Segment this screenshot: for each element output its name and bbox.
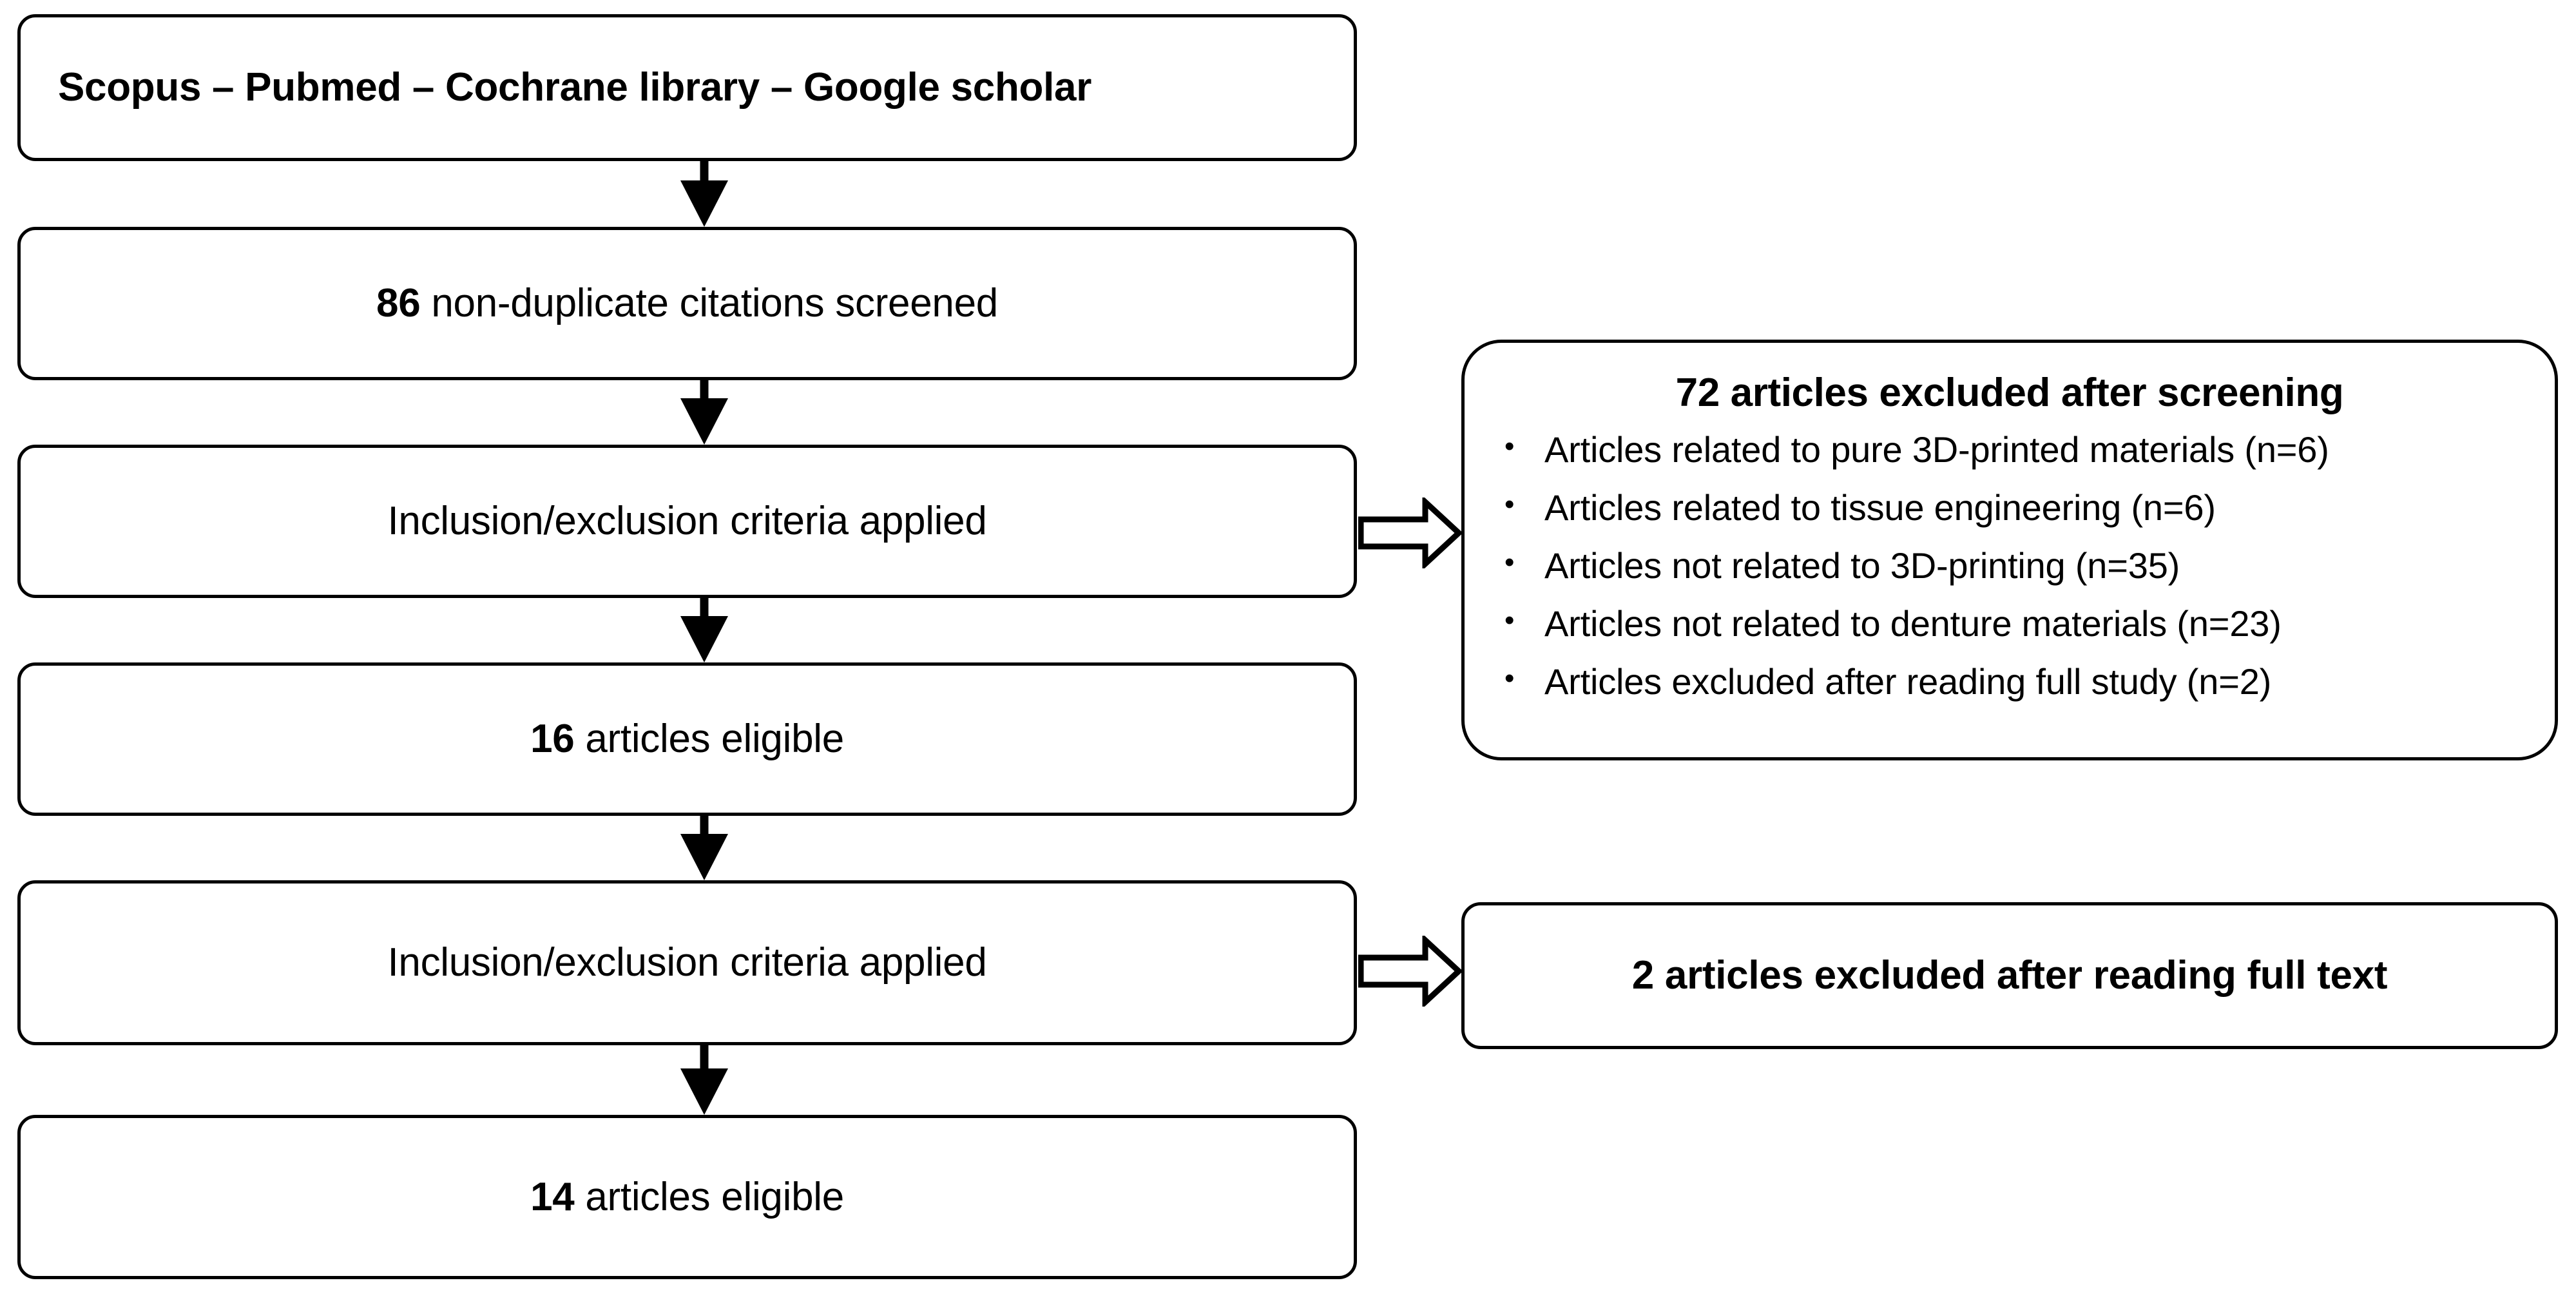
bullet-icon: • [1504,546,1515,579]
flow-box-eligible-16-label: 16 articles eligible [530,715,844,762]
exclusion-reason-item: • Articles not related to 3D-printing (n… [1504,545,2555,586]
down-arrow-3 [678,598,730,662]
bullet-icon: • [1504,430,1515,463]
exclusion-reason-item: • Articles not related to denture materi… [1504,603,2555,644]
exclusion-reason-list: • Articles related to pure 3D-printed ma… [1465,429,2555,702]
exclusion-reason-text: Articles not related to 3D-printing (n=3… [1544,545,2180,586]
exclusion-reason-text: Articles excluded after reading full stu… [1544,661,2272,702]
exclusion-reason-text: Articles not related to denture material… [1544,603,2282,644]
flow-box-eligible-14-rest: articles eligible [574,1174,844,1219]
flow-box-criteria-2: Inclusion/exclusion criteria applied [17,880,1357,1045]
down-arrow-2 [678,380,730,445]
exclusion-panel-screening: 72 articles excluded after screening • A… [1461,340,2558,760]
bullet-icon: • [1504,662,1515,695]
flow-box-criteria-1: Inclusion/exclusion criteria applied [17,445,1357,598]
block-arrow-right-full-text [1358,936,1461,1007]
flow-box-screened-count: 86 [376,281,421,326]
exclusion-reason-text: Articles related to tissue engineering (… [1544,487,2216,528]
bullet-icon: • [1504,604,1515,637]
block-arrow-right-icon [1358,497,1461,568]
flow-box-eligible-14-label: 14 articles eligible [530,1173,844,1221]
exclusion-reason-item: • Articles excluded after reading full s… [1504,661,2555,702]
exclusion-reason-item: • Articles related to tissue engineering… [1504,487,2555,528]
down-arrow-4 [678,816,730,880]
flow-box-screened: 86 non-duplicate citations screened [17,227,1357,380]
block-arrow-right-screening [1358,497,1461,568]
exclusion-reason-text: Articles related to pure 3D-printed mate… [1544,429,2329,470]
flow-box-eligible-16: 16 articles eligible [17,662,1357,816]
flow-box-eligible-16-rest: articles eligible [574,717,844,762]
flow-box-eligible-14: 14 articles eligible [17,1115,1357,1279]
exclusion-box-full-text-label: 2 articles excluded after reading full t… [1631,953,2388,998]
exclusion-reason-item: • Articles related to pure 3D-printed ma… [1504,429,2555,470]
flow-box-sources-label: Scopus – Pubmed – Cochrane library – Goo… [58,65,1092,110]
exclusion-box-full-text: 2 articles excluded after reading full t… [1461,902,2558,1049]
flow-box-criteria-1-label: Inclusion/exclusion criteria applied [387,499,987,544]
flow-box-sources: Scopus – Pubmed – Cochrane library – Goo… [17,14,1357,161]
flow-box-screened-label: 86 non-duplicate citations screened [376,280,998,327]
block-arrow-right-icon [1358,936,1461,1007]
flow-box-criteria-2-label: Inclusion/exclusion criteria applied [387,940,987,985]
flow-box-screened-rest: non-duplicate citations screened [420,281,998,326]
flow-box-eligible-14-count: 14 [530,1174,575,1219]
down-arrow-5 [678,1045,730,1115]
exclusion-panel-screening-title: 72 articles excluded after screening [1675,371,2344,415]
bullet-icon: • [1504,488,1515,521]
down-arrow-1 [678,161,730,227]
flow-box-eligible-16-count: 16 [530,717,575,762]
